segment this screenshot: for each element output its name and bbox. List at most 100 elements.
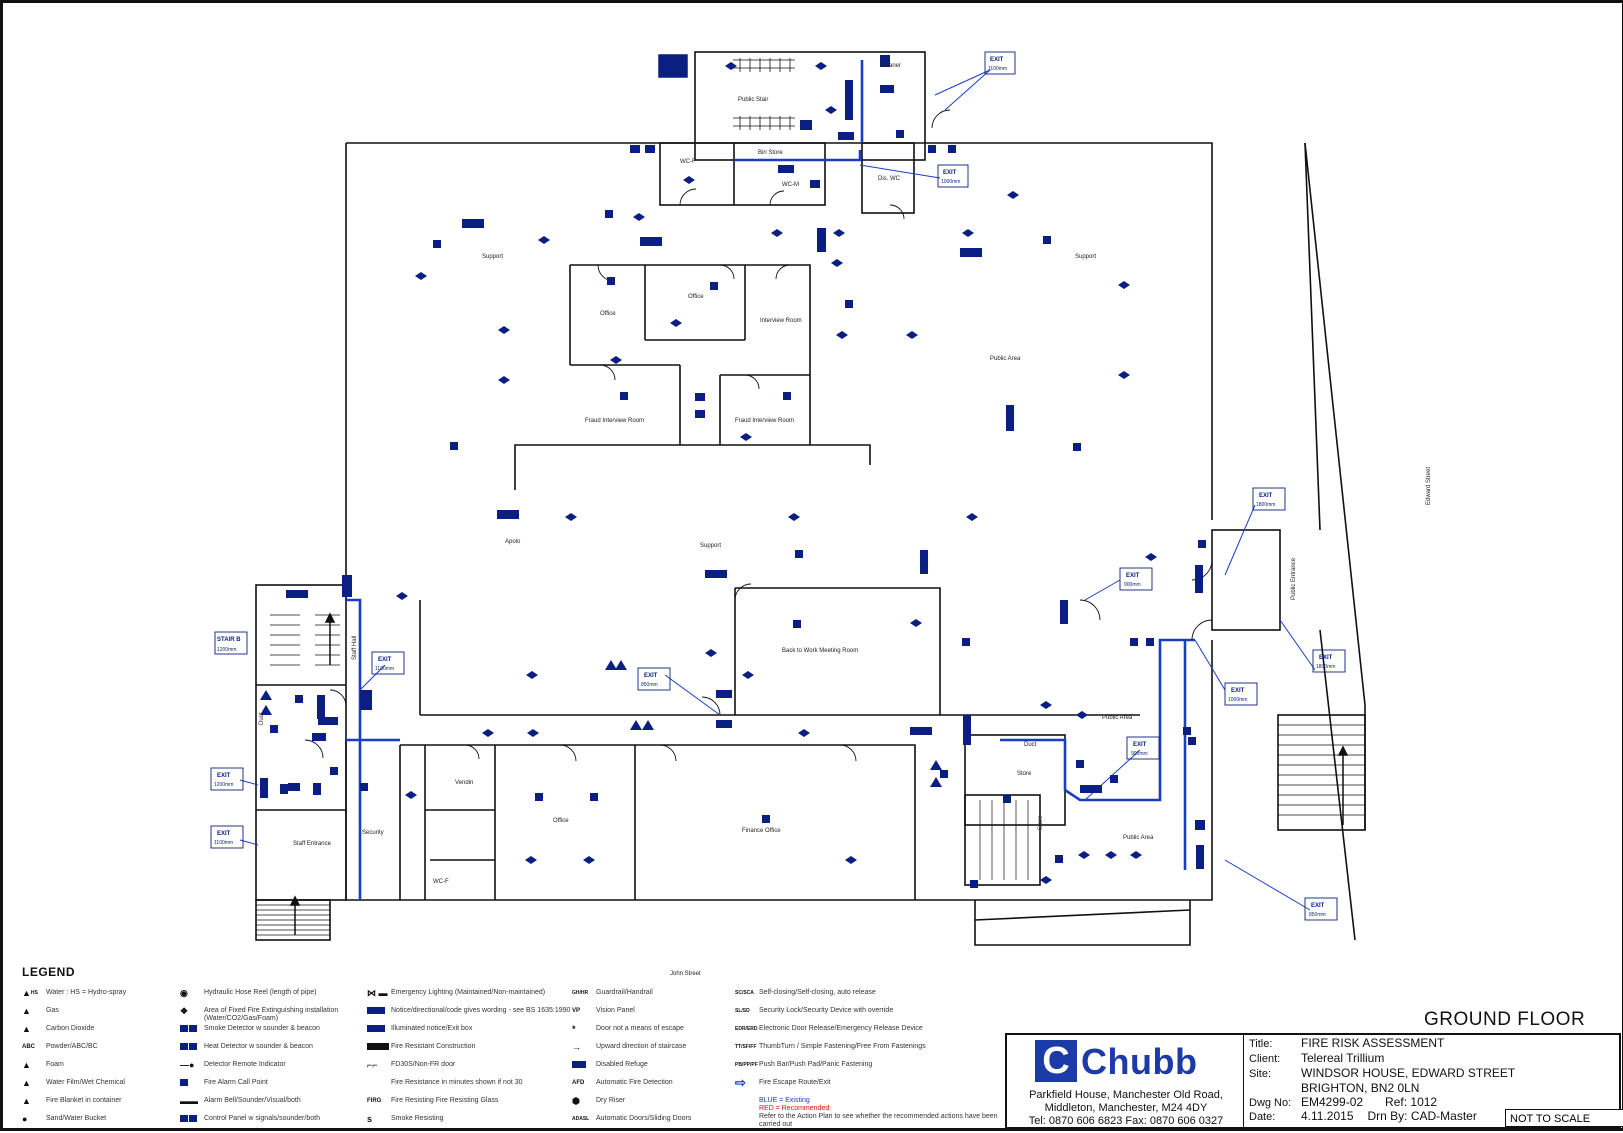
exit-4-width: 900mm xyxy=(1124,582,1141,588)
exit-2-title: EXIT xyxy=(943,170,957,176)
hose-reel-icon: ◉ xyxy=(180,989,204,997)
room-vendin: Vendin xyxy=(455,780,473,786)
dry-riser-icon: ⬢ xyxy=(572,1097,596,1105)
exit-1-title: EXIT xyxy=(990,57,1004,63)
thumbturn-icon: TT/SF/FF xyxy=(735,1043,759,1051)
remote-indicator-icon: —● xyxy=(180,1061,204,1069)
title-value: FIRE RISK ASSESSMENT xyxy=(1301,1036,1444,1050)
room-staff-entrance: Staff Entrance xyxy=(293,841,332,847)
legend-item: *Door not a means of escape xyxy=(572,1025,742,1043)
legend-item: ◉Hydraulic Hose Reel (length of pipe) xyxy=(180,989,390,1007)
water-extinguisher-icon: ▲HS xyxy=(22,989,46,997)
heat-detector-icon xyxy=(180,1043,204,1050)
fixed-installation-icon: ❖ xyxy=(180,1007,204,1015)
ref-value: Ref: 1012 xyxy=(1385,1095,1437,1109)
room-security: Security xyxy=(362,830,384,836)
exit-6-width: 1800mm xyxy=(1316,664,1335,670)
legend-item: Notice/directional/code gives wording - … xyxy=(367,1007,582,1025)
exit-3-title: EXIT xyxy=(1259,493,1273,499)
alarm-bell-icon: ▬▬ xyxy=(180,1097,204,1105)
company-logo-area: C Chubb Parkfield House, Manchester Old … xyxy=(1007,1035,1244,1127)
legend-item: Illuminated notice/Exit box xyxy=(367,1025,582,1043)
legend-item: Fire Alarm Call Point xyxy=(180,1079,390,1097)
room-dis-wc: Dis. WC xyxy=(878,176,901,182)
room-fraud-interview-1: Fraud Interview Room xyxy=(585,418,644,424)
room-staff-hall: Staff Hall xyxy=(352,636,358,660)
emergency-light-icon: ⋈ ▬ xyxy=(367,989,391,997)
exit-leaders xyxy=(240,70,1315,910)
exit-2-width: 1000mm xyxy=(941,179,960,185)
client-value: Telereal Trillium xyxy=(1301,1051,1384,1065)
company-address: Parkfield House, Manchester Old Road, Mi… xyxy=(1011,1089,1241,1128)
room-duct-2: Duct xyxy=(259,712,265,725)
legend-item: Fire Resistant Construction xyxy=(367,1043,582,1061)
floor-title: GROUND FLOOR xyxy=(1424,1009,1585,1031)
exit-4-title: EXIT xyxy=(1126,573,1140,579)
stair-a-width: 1250mm xyxy=(661,69,680,75)
exit-11-width: 1100mm xyxy=(214,840,233,846)
exit-10-width: 1200mm xyxy=(214,782,233,788)
exit-8-width: 850mm xyxy=(1309,912,1326,918)
site-value-2: BRIGHTON, BN2 0LN xyxy=(1301,1081,1419,1095)
legend-construction: ⋈ ▬Emergency Lighting (Maintained/Non-ma… xyxy=(367,989,582,1133)
exit-7-title: EXIT xyxy=(1133,742,1147,748)
client-row: Client:Telereal Trillium xyxy=(1249,1051,1384,1065)
room-labels: Public Stair Cleaner Bin Store WC-F WC-M… xyxy=(0,0,1432,977)
legend-item: ▲Fire Blanket in container xyxy=(22,1097,177,1115)
stair-arrows xyxy=(291,614,1347,935)
fire-glass-icon: FIRG xyxy=(367,1097,391,1105)
room-wc-f: WC-F xyxy=(680,159,696,165)
chubb-logo-wordmark: Chubb xyxy=(1081,1041,1197,1083)
room-wc-m: WC-M xyxy=(782,182,799,188)
legend-item: ▲Water Film/Wet Chemical xyxy=(22,1079,177,1097)
legend-title: LEGEND xyxy=(22,965,75,979)
legend-action-plan-note: Refer to the Action Plan to see whether … xyxy=(759,1113,1000,1129)
legend-item: →Upward direction of staircase xyxy=(572,1043,742,1061)
security-lock-icon: SL/SD xyxy=(735,1007,759,1015)
legend-item: Heat Detector w sounder & beacon xyxy=(180,1043,390,1061)
room-office-1: Office xyxy=(600,311,616,317)
legend-item: Disabled Refuge xyxy=(572,1061,742,1079)
push-bar-icon: PB/PP/PF xyxy=(735,1061,759,1069)
room-back-to-work: Back to Work Meeting Room xyxy=(782,648,858,654)
sand-bucket-icon: ● xyxy=(22,1115,46,1123)
scale-note: NOT TO SCALE xyxy=(1505,1109,1623,1127)
exit-9-width: 1100mm xyxy=(375,666,394,672)
room-public-area-3: Public Area xyxy=(1123,835,1154,841)
exit-7-width: 900mm xyxy=(1131,751,1148,757)
legend-item: ▬▬Alarm Bell/Sounder/Visual/both xyxy=(180,1097,390,1115)
guardrail-icon: GH/HR xyxy=(572,989,596,997)
room-bin-store: Bin Store xyxy=(758,150,783,156)
legend-item: ▲Carbon Dioxide xyxy=(22,1025,177,1043)
exit-9-title: EXIT xyxy=(378,657,392,663)
title-block: C Chubb Parkfield House, Manchester Old … xyxy=(1005,1033,1621,1129)
disabled-refuge-icon xyxy=(572,1061,596,1068)
room-cleaner: Cleaner xyxy=(880,63,901,69)
room-fraud-interview-2: Fraud Interview Room xyxy=(735,418,794,424)
room-support-right: Support xyxy=(1075,254,1096,260)
foam-extinguisher-icon: ▲ xyxy=(22,1061,46,1069)
exit-sign-text: EXIT 1100mm EXIT 1000mm EXIT 1800mm EXIT… xyxy=(214,57,1335,918)
no-escape-door-icon: * xyxy=(572,1025,596,1033)
address-line: Tel: 0870 606 6823 Fax: 0870 606 0327 xyxy=(1011,1115,1241,1128)
room-apolo: Apolo xyxy=(505,539,521,545)
legend-item: ⇨Fire Escape Route/Exit xyxy=(735,1079,1000,1097)
date-value: 4.11.2015 xyxy=(1301,1109,1354,1123)
call-point-icon xyxy=(180,1079,204,1086)
fire-blanket-icon: ▲ xyxy=(22,1097,46,1105)
door-release-icon: EDR/ERD xyxy=(735,1025,759,1033)
dwg-value: EM4299-02 xyxy=(1301,1095,1363,1109)
wet-chemical-extinguisher-icon: ▲ xyxy=(22,1079,46,1087)
site-row: Site:WINDSOR HOUSE, EDWARD STREET xyxy=(1249,1066,1515,1080)
